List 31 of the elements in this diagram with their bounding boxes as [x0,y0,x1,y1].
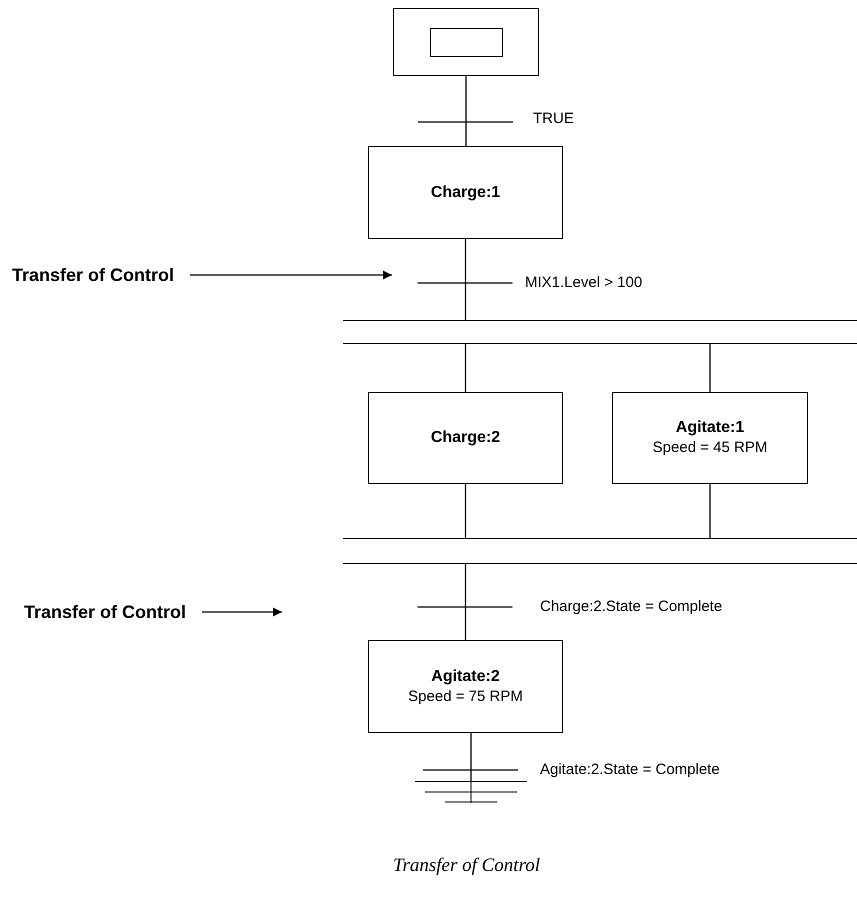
step-name: Charge:1 [430,182,500,202]
end-symbol [415,781,527,803]
step-box [368,392,563,484]
step-box [368,640,563,733]
step-name: Agitate:1 [676,418,744,438]
step-name: Agitate:2 [431,666,500,686]
step-action: Speed = 45 RPM [652,438,768,458]
transition-condition: MIX1.Level > 100 [525,274,642,292]
transition-condition: TRUE [533,110,574,128]
annotation-text: Transfer of Control [12,263,190,287]
connector-line [709,344,711,392]
annotation-text: Transfer of Control [24,600,202,624]
transition-condition: Agitate:2.State = Complete [540,761,720,779]
connector-line [464,239,466,320]
caption: Transfer of Control [392,854,542,878]
step-name: Charge:2 [430,428,500,448]
step-box [612,392,808,484]
connector-line [470,733,472,781]
arrow [202,608,282,616]
connector-line [465,76,467,146]
connector-line [464,344,466,392]
connector-line [464,484,466,538]
connector-line [709,484,711,538]
arrow [190,270,392,280]
initial-step-box [393,8,539,76]
parallel-bar [343,538,857,564]
transition-condition: Charge:2.State = Complete [540,598,722,616]
step-box [368,146,563,239]
connector-line [464,564,466,640]
step-action: Speed = 75 RPM [408,686,523,706]
parallel-bar [343,320,857,344]
